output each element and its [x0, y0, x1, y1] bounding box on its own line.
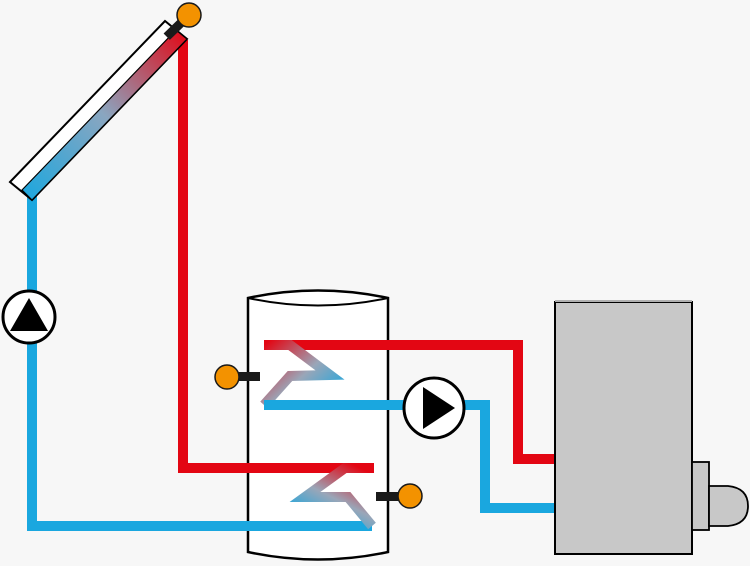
boiler-hot-pipe [264, 340, 555, 464]
collector-absorber [21, 29, 188, 201]
boiler-body [554, 301, 693, 555]
heating-pump-icon [402, 376, 466, 440]
boiler-top-bevel [555, 300, 692, 302]
solar-collector-icon [8, 19, 189, 202]
boiler-icon [554, 300, 693, 555]
boiler-coil [260, 340, 345, 409]
boiler-cold-pipe [264, 400, 555, 513]
solar-pump-icon [1, 289, 57, 345]
solar-coil [289, 463, 376, 530]
solar-hot-pipe [178, 40, 374, 473]
upper-tank-sensor-icon [214, 364, 260, 390]
burner-icon [691, 461, 749, 531]
storage-tank-top-line [247, 297, 389, 307]
storage-tank-body [246, 289, 390, 561]
collector-sensor-icon [163, 2, 202, 40]
storage-tank [246, 289, 390, 561]
lower-tank-sensor-icon [376, 483, 423, 509]
